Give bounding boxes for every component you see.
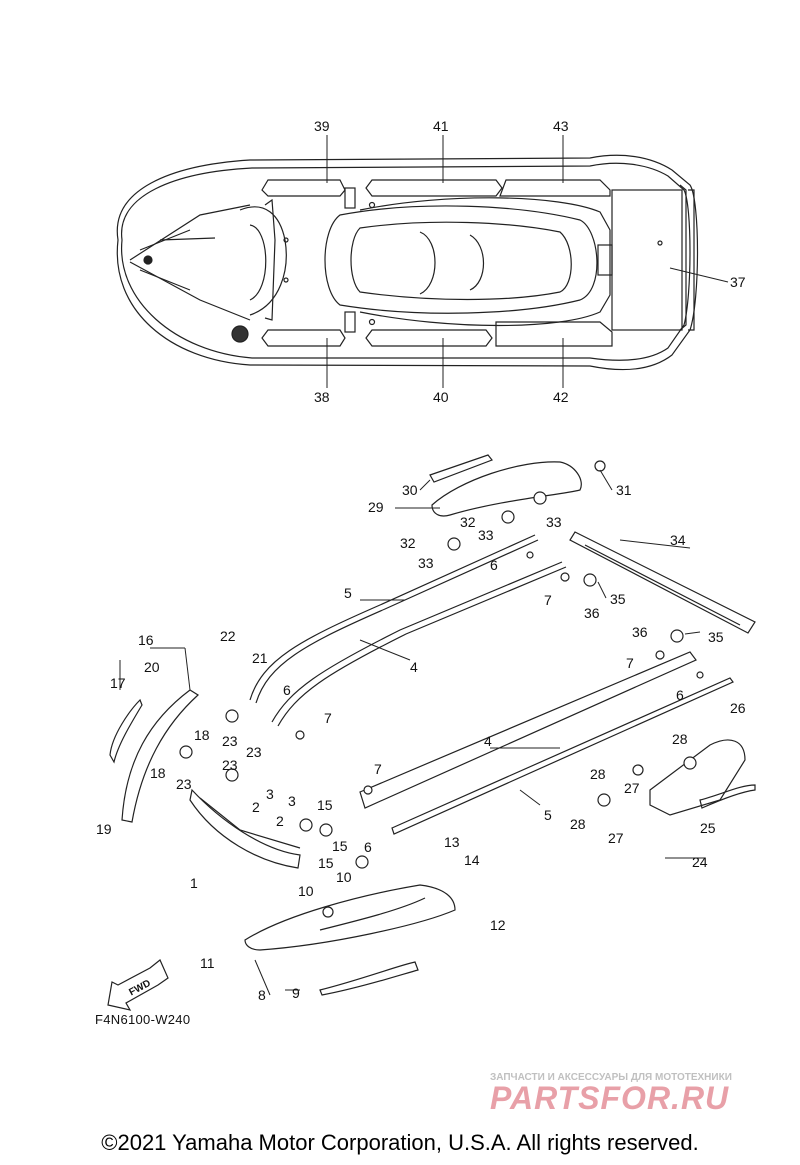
callout-7: 7 xyxy=(544,592,552,608)
callout-28: 28 xyxy=(570,816,586,832)
callout-5: 5 xyxy=(344,585,352,601)
callout-20: 20 xyxy=(144,659,160,675)
callout-7: 7 xyxy=(324,710,332,726)
diagram-code: F4N6100-W240 xyxy=(95,1012,191,1027)
callout-4: 4 xyxy=(410,659,418,675)
copyright-notice: ©2021 Yamaha Motor Corporation, U.S.A. A… xyxy=(101,1130,699,1155)
callout-19: 19 xyxy=(96,821,112,837)
callout-6: 6 xyxy=(490,557,498,573)
callout-18: 18 xyxy=(194,727,210,743)
callout-5: 5 xyxy=(544,807,552,823)
callout-3: 3 xyxy=(266,786,274,802)
callout-21: 21 xyxy=(252,650,268,666)
hull-top-view xyxy=(116,154,699,371)
front-panels xyxy=(109,454,756,996)
callout-6: 6 xyxy=(364,839,372,855)
callout-23: 23 xyxy=(246,744,262,760)
callout-9: 9 xyxy=(292,985,300,1001)
callout-10: 10 xyxy=(298,883,314,899)
callout-33: 33 xyxy=(418,555,434,571)
callout-33: 33 xyxy=(478,527,494,543)
callout-1: 1 xyxy=(190,875,198,891)
callout-33: 33 xyxy=(546,514,562,530)
callout-29: 29 xyxy=(368,499,384,515)
callout-26: 26 xyxy=(730,700,746,716)
callout-43: 43 xyxy=(553,118,569,134)
callout-34: 34 xyxy=(670,532,686,548)
watermark-logo: PARTSFOR.RU xyxy=(490,1080,730,1116)
callout-labels: 39 41 43 38 40 42 37 30 29 31 32 33 33 3… xyxy=(96,118,746,1003)
callout-7: 7 xyxy=(626,655,634,671)
callout-4: 4 xyxy=(484,733,492,749)
callout-27: 27 xyxy=(608,830,624,846)
callout-12: 12 xyxy=(490,917,506,933)
callout-6: 6 xyxy=(283,682,291,698)
callout-28: 28 xyxy=(590,766,606,782)
callout-17: 17 xyxy=(110,675,126,691)
callout-15: 15 xyxy=(317,797,333,813)
callout-8: 8 xyxy=(258,987,266,1003)
callout-11: 11 xyxy=(200,955,215,971)
callout-7: 7 xyxy=(374,761,382,777)
callout-40: 40 xyxy=(433,389,449,405)
side-rails xyxy=(249,531,756,835)
callout-39: 39 xyxy=(314,118,330,134)
callout-2: 2 xyxy=(276,813,284,829)
callout-16: 16 xyxy=(138,632,154,648)
callout-42: 42 xyxy=(553,389,569,405)
callout-36: 36 xyxy=(584,605,600,621)
callout-25: 25 xyxy=(700,820,716,836)
fasteners xyxy=(179,460,704,918)
callout-36: 36 xyxy=(632,624,648,640)
callout-23: 23 xyxy=(222,733,238,749)
callout-41: 41 xyxy=(433,118,449,134)
watermark-tagline: ЗАПЧАСТИ И АКСЕССУАРЫ ДЛЯ МОТОТЕХНИКИ xyxy=(490,1072,732,1083)
callout-22: 22 xyxy=(220,628,236,644)
callout-15: 15 xyxy=(318,855,334,871)
callout-27: 27 xyxy=(624,780,640,796)
callout-3: 3 xyxy=(288,793,296,809)
callout-31: 31 xyxy=(616,482,632,498)
callout-23: 23 xyxy=(176,776,192,792)
callout-2: 2 xyxy=(252,799,260,815)
callout-14: 14 xyxy=(464,852,480,868)
callout-28: 28 xyxy=(672,731,688,747)
callout-35: 35 xyxy=(708,629,724,645)
callout-6: 6 xyxy=(676,687,684,703)
callout-38: 38 xyxy=(314,389,330,405)
callout-23: 23 xyxy=(222,757,238,773)
callout-30: 30 xyxy=(402,482,418,498)
fwd-arrow-icon xyxy=(107,959,169,1011)
callout-37: 37 xyxy=(730,274,746,290)
callout-24: 24 xyxy=(692,854,708,870)
callout-32: 32 xyxy=(400,535,416,551)
callout-35: 35 xyxy=(610,591,626,607)
callout-18: 18 xyxy=(150,765,166,781)
callout-32: 32 xyxy=(460,514,476,530)
callout-15: 15 xyxy=(332,838,348,854)
callout-10: 10 xyxy=(336,869,352,885)
callout-13: 13 xyxy=(444,834,460,850)
